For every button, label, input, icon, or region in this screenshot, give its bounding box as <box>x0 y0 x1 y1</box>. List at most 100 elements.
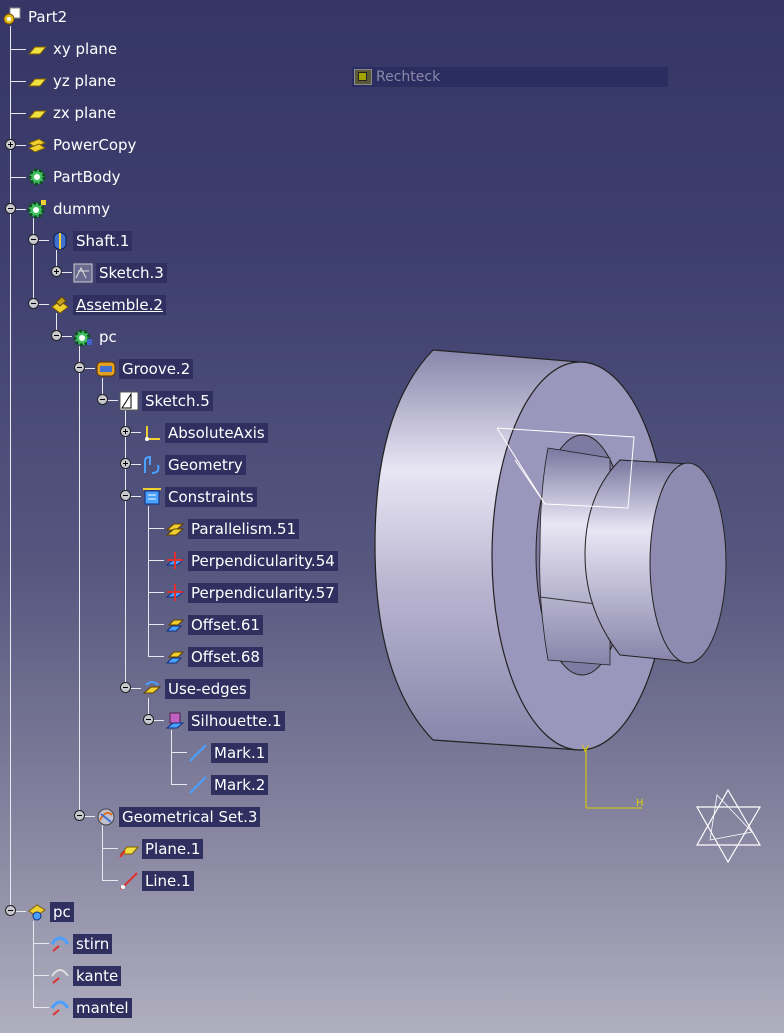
tree-label: Perpendicularity.57 <box>188 583 338 603</box>
tree-label: dummy <box>53 200 111 218</box>
collapse-toggle-dummy[interactable] <box>5 203 16 214</box>
tree-item-xy-plane[interactable]: xy plane <box>27 38 120 60</box>
surface-icon <box>50 1000 70 1016</box>
tree-root-part[interactable]: Part2 <box>2 6 70 28</box>
tree-item-sketch3[interactable]: Sketch.3 <box>73 262 167 284</box>
collapse-toggle-assemble[interactable] <box>28 298 39 309</box>
tree-item-offset-61[interactable]: Offset.61 <box>165 614 263 636</box>
geometrical-set-icon <box>97 808 115 826</box>
plane-icon <box>27 78 47 87</box>
collapse-toggle-geometrical-set[interactable] <box>74 810 85 821</box>
collapse-toggle-use-edges[interactable] <box>120 682 131 693</box>
collapse-toggle-shaft[interactable] <box>28 234 39 245</box>
perpendicularity-icon <box>165 552 185 569</box>
assemble-icon <box>51 296 69 314</box>
sketch-icon <box>119 391 139 411</box>
edge-icon <box>51 969 69 984</box>
tree-item-mark-2[interactable]: Mark.2 <box>188 774 269 796</box>
expand-toggle-geometry[interactable] <box>120 458 131 469</box>
tree-item-yz-plane[interactable]: yz plane <box>27 70 119 92</box>
expand-toggle-powercopy[interactable] <box>5 139 16 150</box>
collapse-toggle-silhouette[interactable] <box>143 714 154 725</box>
plane-icon <box>27 46 47 55</box>
tree-label: Sketch.5 <box>142 391 213 411</box>
tree-label: xy plane <box>53 40 118 58</box>
geometry-icon <box>144 455 160 474</box>
tree-item-parallelism[interactable]: Parallelism.51 <box>165 518 300 540</box>
axis-icon <box>145 426 160 441</box>
rectangle-label[interactable]: Rechteck <box>352 67 668 87</box>
tree-label: pc <box>50 902 74 922</box>
tree-item-powercopy[interactable]: PowerCopy <box>27 134 139 156</box>
tree-label: Part2 <box>28 8 68 26</box>
powercopy-icon <box>28 904 46 921</box>
tree-item-sketch5[interactable]: Sketch.5 <box>119 390 213 412</box>
tree-label: Constraints <box>165 487 257 507</box>
tree-item-offset-68[interactable]: Offset.68 <box>165 646 263 668</box>
tree-item-use-edges[interactable]: Use-edges <box>142 678 250 700</box>
tree-item-constraints[interactable]: Constraints <box>142 486 257 508</box>
tree-label: Groove.2 <box>119 359 194 379</box>
tree-item-silhouette[interactable]: Silhouette.1 <box>165 710 285 732</box>
gear-icon <box>28 168 46 186</box>
tree-item-geometry[interactable]: Geometry <box>142 454 246 476</box>
tree-label: Sketch.3 <box>96 263 167 283</box>
collapse-toggle-constraints[interactable] <box>120 490 131 501</box>
tree-item-pc[interactable]: pc <box>73 326 120 348</box>
collapse-toggle-groove[interactable] <box>74 362 85 373</box>
tree-label: AbsoluteAxis <box>165 423 268 443</box>
plane-icon <box>27 110 47 119</box>
tree-label: PartBody <box>53 168 121 186</box>
tree-item-pc-root[interactable]: pc <box>27 901 74 923</box>
tree-item-shaft[interactable]: Shaft.1 <box>50 230 133 252</box>
tree-label: stirn <box>73 934 113 954</box>
offset-icon <box>165 651 185 664</box>
tree-item-dummy[interactable]: dummy <box>27 198 113 220</box>
tree-item-line-1[interactable]: Line.1 <box>119 870 194 892</box>
tree-item-plane-1[interactable]: Plane.1 <box>119 838 204 860</box>
use-edges-icon <box>142 681 162 694</box>
tree-label: Perpendicularity.54 <box>188 551 338 571</box>
offset-icon <box>165 619 185 632</box>
tree-item-mantel[interactable]: mantel <box>50 997 132 1019</box>
expand-toggle-absoluteaxis[interactable] <box>120 426 131 437</box>
line-icon <box>120 872 138 890</box>
tree-label: Shaft.1 <box>73 231 133 251</box>
tree-item-partbody[interactable]: PartBody <box>27 166 123 188</box>
tree-item-geometrical-set[interactable]: Geometrical Set.3 <box>96 806 261 828</box>
tree-item-absoluteaxis[interactable]: AbsoluteAxis <box>142 422 268 444</box>
tree-label: Geometrical Set.3 <box>119 807 261 827</box>
tree-label: zx plane <box>53 104 117 122</box>
plane-icon <box>119 846 139 858</box>
groove-icon <box>96 361 116 377</box>
collapse-toggle-sketch5[interactable] <box>97 394 108 405</box>
tree-item-perpendicularity-54[interactable]: Perpendicularity.54 <box>165 550 338 572</box>
tree-item-perpendicularity-57[interactable]: Perpendicularity.57 <box>165 582 338 604</box>
tree-label: yz plane <box>53 72 117 90</box>
rectangle-icon <box>354 69 372 85</box>
tree-label: PowerCopy <box>53 136 137 154</box>
powercopy-icon <box>27 138 47 153</box>
gear-icon <box>73 329 92 347</box>
tree-label: Geometry <box>165 455 246 475</box>
tree-label: Mark.1 <box>211 743 269 763</box>
collapse-toggle-pc-root[interactable] <box>5 905 16 916</box>
tree-label: kante <box>73 966 122 986</box>
tree-item-zx-plane[interactable]: zx plane <box>27 102 119 124</box>
tree-item-assemble[interactable]: Assemble.2 <box>50 294 166 316</box>
rectangle-label-text: Rechteck <box>376 69 441 85</box>
collapse-toggle-pc[interactable] <box>51 330 62 341</box>
tree-label: Parallelism.51 <box>188 519 300 539</box>
tree-label: Offset.61 <box>188 615 263 635</box>
gear-icon <box>27 200 46 219</box>
sketch-icon <box>73 263 93 283</box>
expand-toggle-sketch3[interactable] <box>51 266 62 277</box>
tree-item-kante[interactable]: kante <box>50 965 122 987</box>
tree-label: mantel <box>73 998 132 1018</box>
tree-item-mark-1[interactable]: Mark.1 <box>188 742 269 764</box>
tree-item-stirn[interactable]: stirn <box>50 933 113 955</box>
perpendicularity-icon <box>165 584 185 601</box>
tree-item-groove[interactable]: Groove.2 <box>96 358 194 380</box>
tree-label: pc <box>99 328 117 346</box>
